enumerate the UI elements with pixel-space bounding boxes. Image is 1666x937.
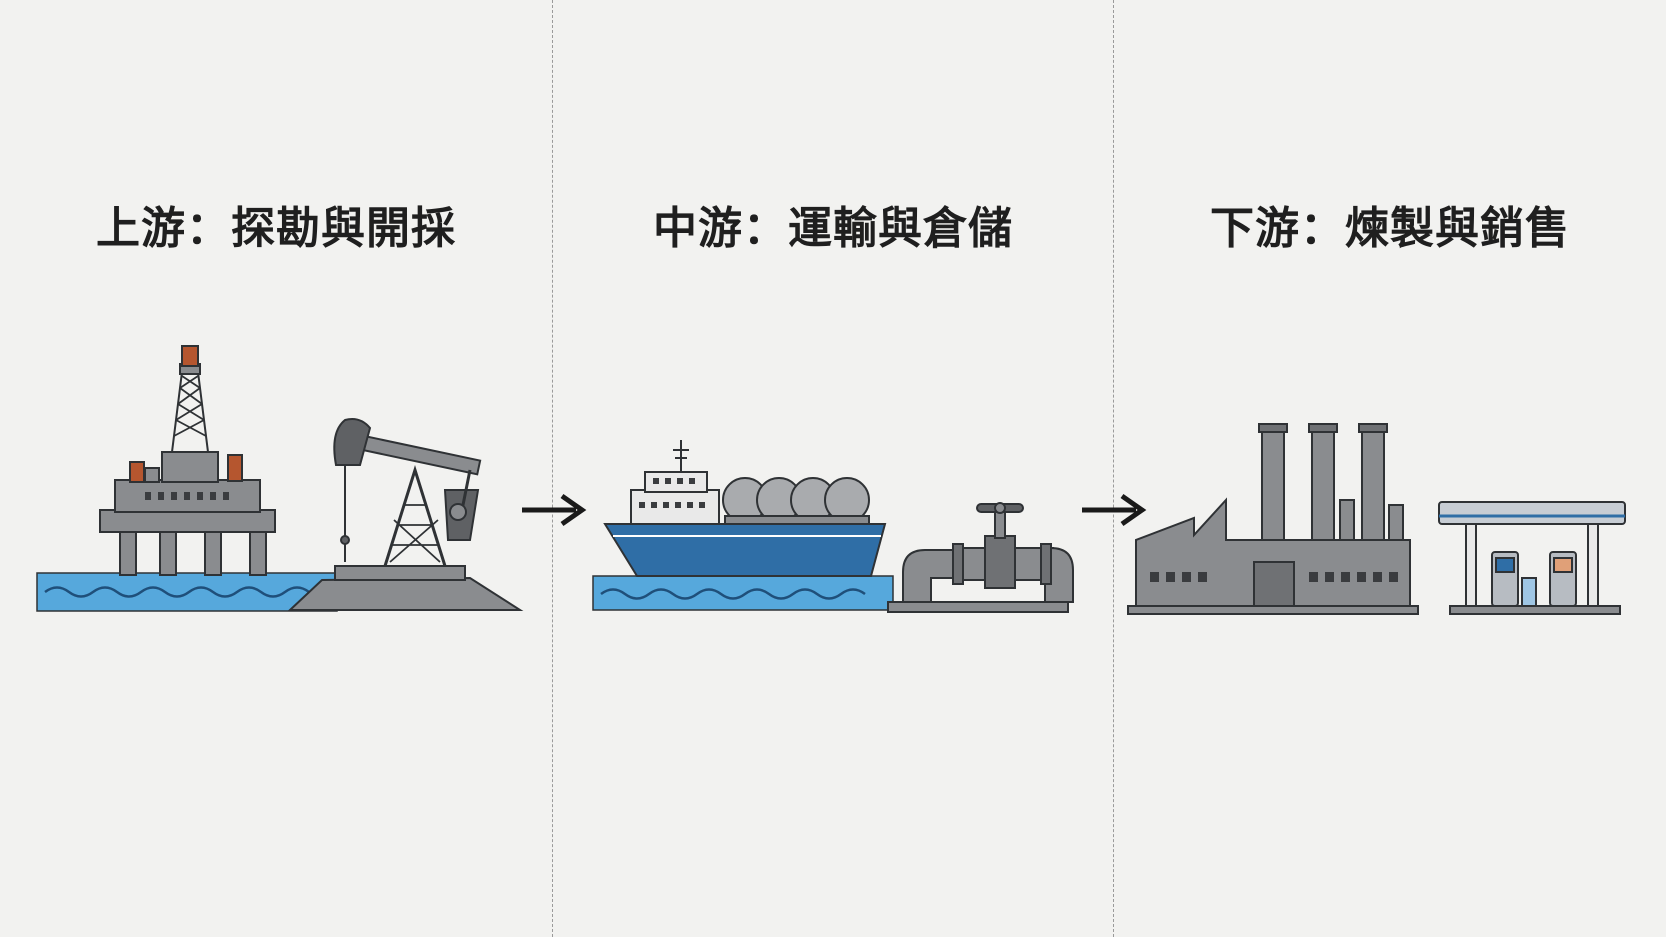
pipeline-valve-icon [887,502,1074,613]
upstream-illustration [36,345,524,612]
upstream-title: 上游：探勘與開採 [96,203,456,254]
gas-station-icon [1438,501,1626,615]
section-divider-1 [552,0,553,937]
pumpjack-icon [333,418,482,581]
downstream-panel: 下游：煉製與銷售 [1114,0,1666,937]
refinery-factory-icon [1127,423,1419,615]
sea-water-icon [36,572,338,612]
offshore-oil-platform-icon [99,345,276,576]
upstream-panel: 上游：探勘與開採 [0,0,552,937]
midstream-title: 中游：運輸與倉儲 [653,203,1013,254]
downstream-illustration [1127,423,1626,615]
land-mound-icon [287,576,524,611]
flow-arrow-icon [522,493,587,527]
lng-tanker-ship-icon [603,440,887,577]
flow-arrow-icon [1082,493,1147,527]
midstream-illustration [592,440,1074,613]
sea-water-icon [592,575,894,611]
midstream-panel: 中游：運輸與倉儲 [553,0,1113,937]
section-divider-2 [1113,0,1114,937]
downstream-title: 下游：煉製與銷售 [1210,203,1570,254]
